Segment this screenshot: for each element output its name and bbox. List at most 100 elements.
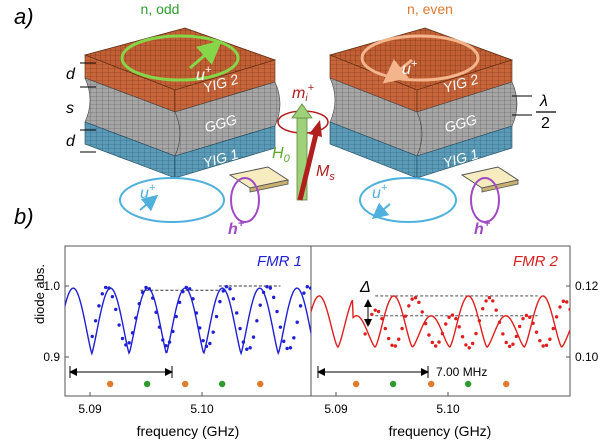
fmr2-data-point: [538, 338, 542, 343]
fmr1-mode-marker: [257, 380, 264, 388]
fmr2-mode-marker: [503, 380, 510, 388]
fmr2-data-point: [423, 321, 428, 326]
fmr2-data-point: [464, 343, 468, 347]
fmr1-data-point: [298, 304, 303, 308]
fmr1-data-point: [120, 336, 125, 341]
chart-title-fmr2: FMR 2: [513, 253, 559, 270]
u-top-arrow: [189, 40, 223, 70]
fmr1-data-point: [238, 326, 242, 331]
fmr1-data-point: [275, 309, 279, 314]
fmr1-data-point: [285, 346, 289, 351]
fmr1-theory-line: [65, 287, 311, 356]
bottom-right-loop: u+ h+: [359, 166, 520, 238]
xtick-left-509: 5.09: [78, 402, 102, 416]
fmr1-data-point: [171, 329, 175, 334]
fmr1-data-point: [97, 304, 101, 308]
fmr1-data-point: [151, 296, 155, 300]
fmr2-data-point: [440, 331, 445, 336]
fmr1-data-point: [218, 299, 222, 304]
fmr1-data-point: [305, 285, 309, 289]
fmr1-mode-marker: [143, 380, 151, 388]
y-axis-label: diode abs.: [32, 264, 47, 324]
h-right-label: h+: [474, 218, 491, 238]
fmr1-mode-marker: [106, 380, 114, 388]
fmr1-data-point: [117, 323, 121, 327]
fmr2-data-point: [386, 336, 391, 341]
fmr1-data-point: [184, 285, 189, 290]
fmr1-data-point: [211, 330, 215, 334]
fmr1-data-point: [214, 314, 219, 319]
fmr2-data-point: [410, 297, 414, 301]
fmr2-data-point: [420, 310, 424, 314]
fmr2-data-point: [390, 343, 394, 347]
fmr2-data-point: [521, 316, 525, 321]
fmr2-data-point: [403, 314, 408, 318]
fmr1-data-point: [167, 340, 172, 344]
fmr1-data-point: [268, 286, 273, 290]
fmr2-data-point: [433, 344, 438, 348]
fmr2-mode-marker: [464, 380, 472, 388]
fmr1-data-point: [140, 290, 145, 295]
fmr1-data-point: [265, 285, 269, 289]
fmr2-data-point: [383, 326, 387, 331]
xtick-right-509: 5.09: [324, 402, 348, 416]
fmr2-data-point: [474, 331, 478, 336]
fmr2-data-point: [531, 321, 535, 325]
fmr2-data-point: [548, 337, 552, 341]
fmr2-data-point: [470, 341, 475, 346]
fmr1-data-point: [157, 325, 162, 329]
fmr2-data-point: [467, 346, 471, 350]
fmr1-data-point: [191, 297, 195, 301]
panel-a-label: a): [14, 4, 34, 29]
panel-b: b) diode abs. 1.0 0.9 0.12 0.10 5.09 5.1…: [14, 204, 599, 439]
fmr1-data-point: [235, 311, 239, 315]
fmr1-data-point: [231, 297, 236, 301]
fmr1-data-point: [326, 346, 329, 349]
right-stack: YIG 2 GGG YIG 1 u+: [328, 27, 518, 179]
fmr1-data-point: [278, 325, 283, 329]
xtick-right-510: 5.10: [436, 402, 460, 416]
purple-h-loop-left: [230, 177, 260, 223]
fmr2-data-point: [554, 315, 559, 319]
fmr1-mode-marker: [218, 380, 226, 388]
fmr1-mode-marker: [182, 380, 189, 388]
fmr2-mode-marker: [352, 380, 360, 388]
fmr1-data-point: [124, 343, 128, 347]
fmr1-data-point: [288, 346, 293, 350]
left-ytick-09: 0.9: [43, 350, 60, 364]
fmr2-data-point: [511, 342, 515, 346]
fmr2-data-point: [393, 344, 398, 348]
fmr1-data-point: [164, 343, 168, 348]
fmr1-data-point: [100, 292, 105, 296]
fmr1-data-point: [251, 335, 256, 339]
blue-precession-loop: [119, 177, 225, 223]
fmr2-data-point: [484, 299, 488, 303]
fmr1-data-point: [261, 290, 266, 295]
fmr2-data-point: [363, 332, 367, 336]
h-left-label: h+: [228, 218, 245, 238]
fmr1-data-point: [114, 307, 118, 312]
mi-label: mi+: [292, 82, 315, 104]
fmr1-data-point: [245, 347, 249, 351]
peach-precession-loop: [360, 34, 480, 82]
fmr2-mode-marker: [389, 380, 397, 388]
d-bottom-label: d: [66, 133, 76, 150]
fmr1-data-point: [282, 339, 286, 344]
fmr2-data-point: [528, 315, 532, 319]
u-right-label: u+: [402, 58, 418, 78]
fmr2-data-point: [524, 313, 529, 318]
fmr1-data-point: [147, 287, 152, 291]
fmr2-data-point: [427, 333, 431, 337]
fmr1-data-point: [208, 341, 212, 346]
thickness-markers: d s d: [66, 62, 96, 153]
field-vectors: mi+ H0 Ms: [272, 82, 335, 201]
span-label: 7.00 MHz: [436, 365, 487, 379]
fmr2-data-point: [450, 313, 455, 317]
fmr2-data-point: [541, 344, 545, 348]
fmr2-data-point: [504, 340, 508, 345]
fmr1-data-point: [134, 316, 138, 320]
fmr1-data-point: [224, 285, 229, 289]
fmr1-data-point: [110, 294, 115, 299]
fmr1-data-point: [258, 303, 262, 307]
H0-arrow-head: [291, 103, 313, 119]
